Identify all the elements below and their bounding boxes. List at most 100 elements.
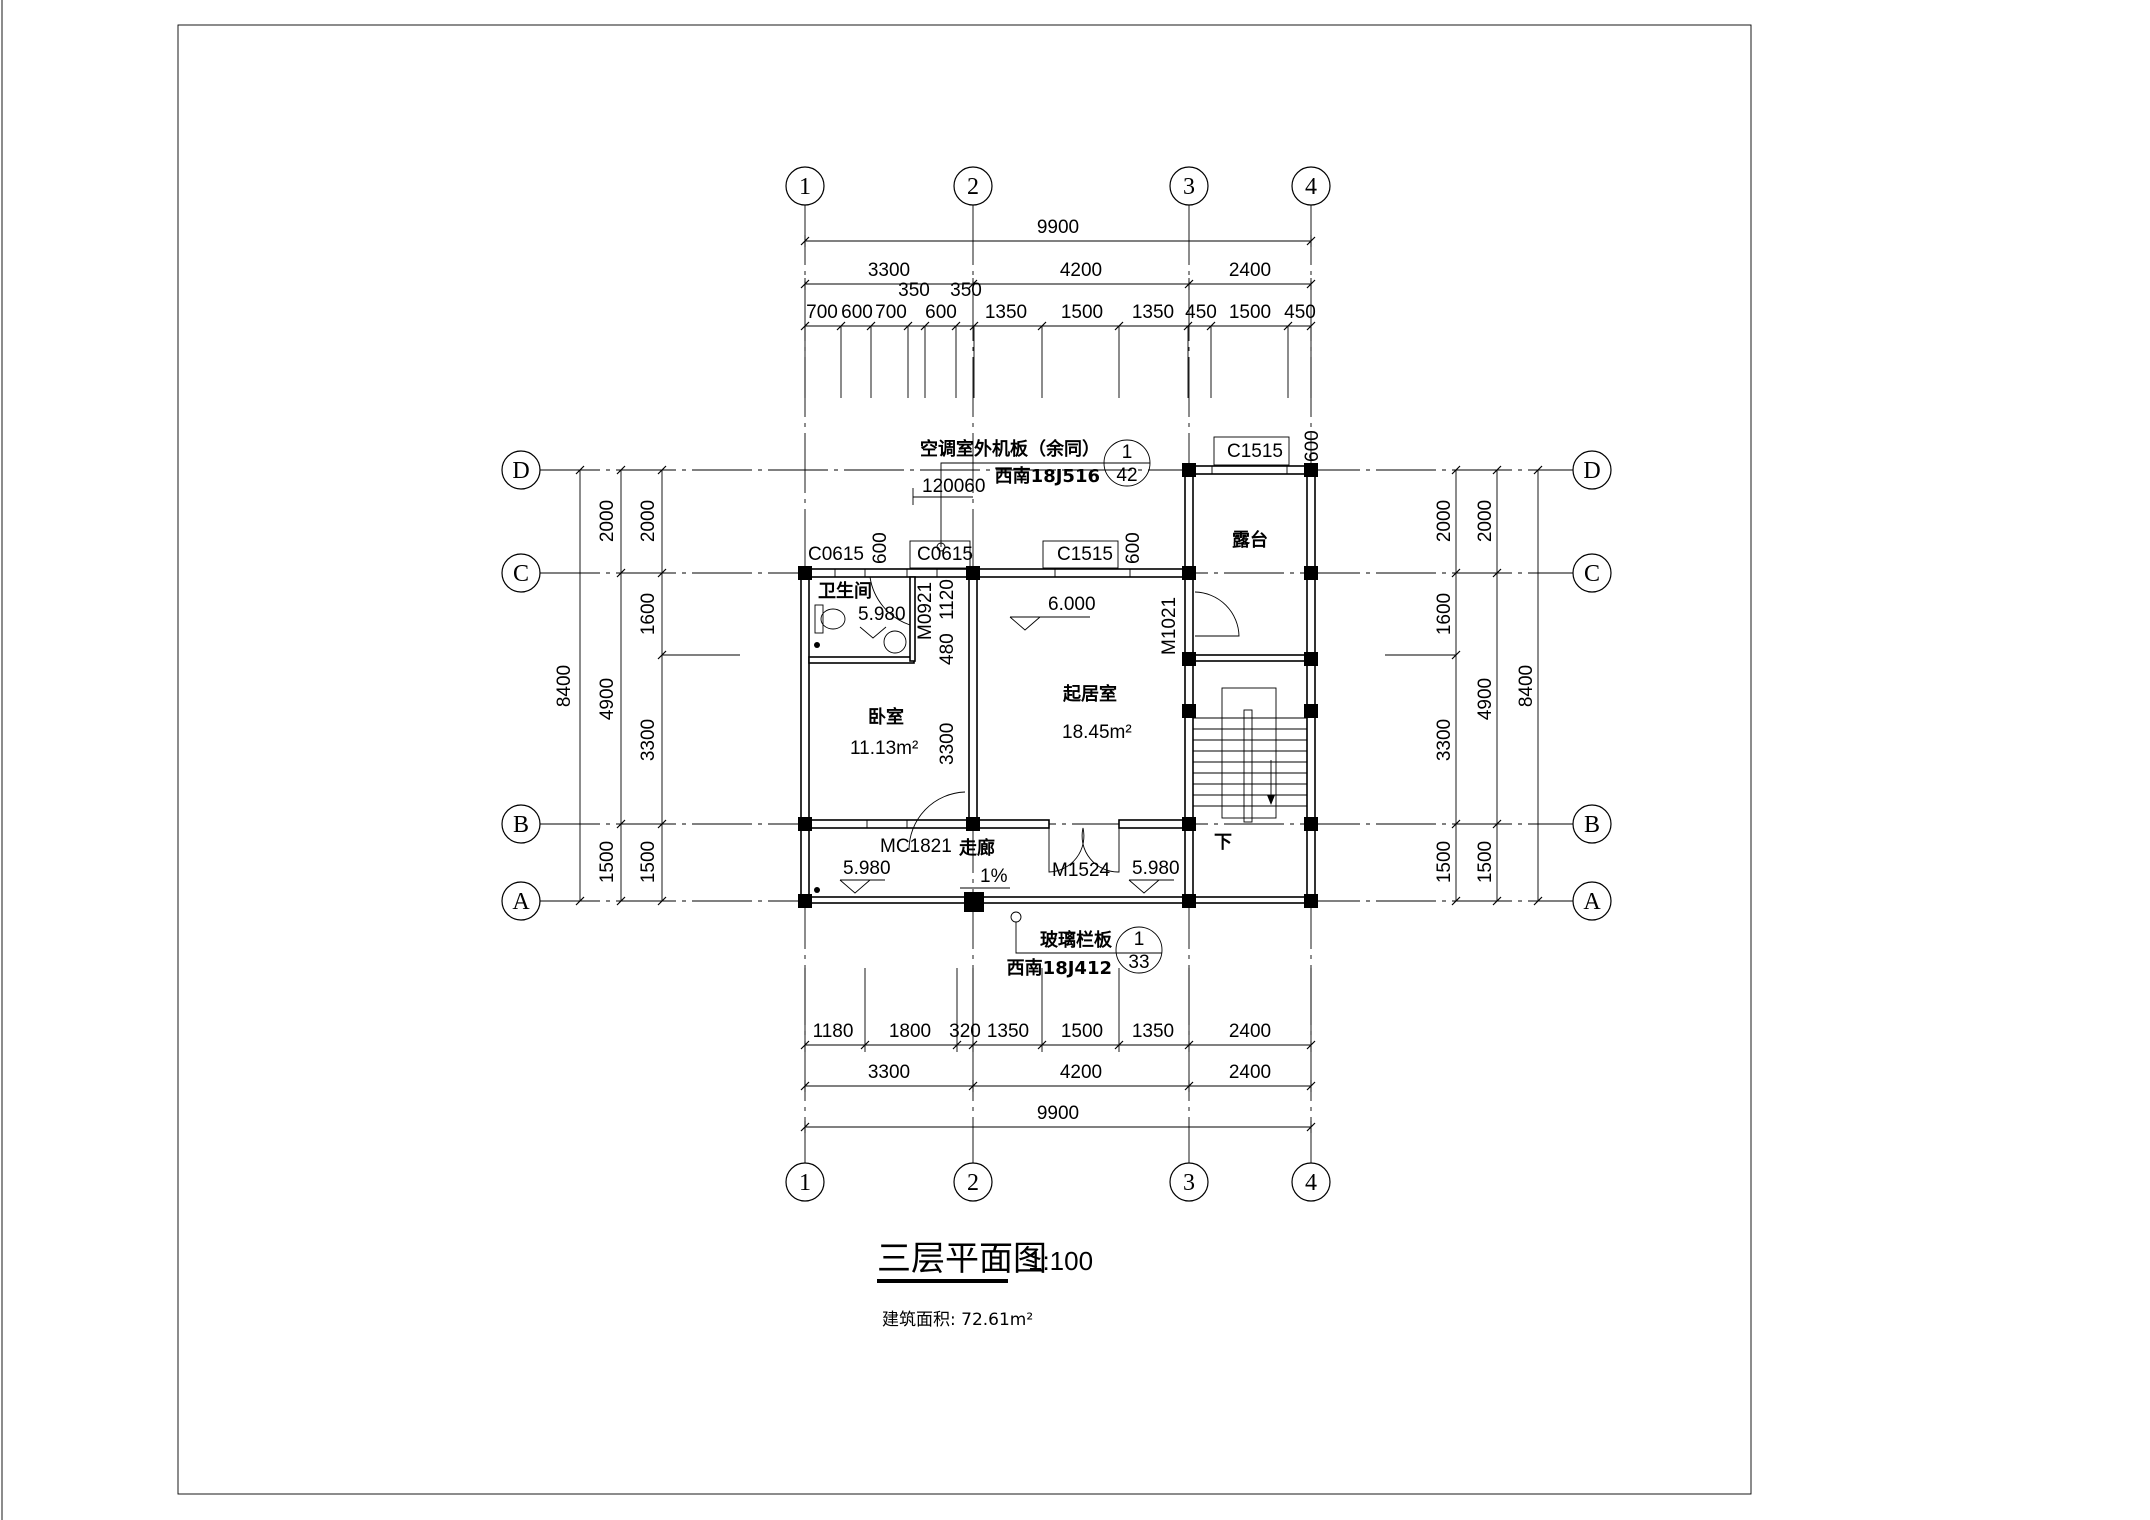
dim-text: 9900	[1037, 1103, 1079, 1124]
dim-3300: 3300	[937, 723, 958, 765]
level-mark-corridor-right	[1128, 879, 1174, 894]
axis-label-col: 3	[1183, 1170, 1195, 1196]
dim-text: 1500	[1061, 1021, 1103, 1042]
column	[1182, 566, 1196, 580]
wall-axis-4	[1306, 469, 1316, 902]
window-tag-box-b	[909, 540, 971, 569]
axis-bubble-col	[785, 1162, 825, 1202]
toilet-icon	[820, 608, 846, 630]
callout-dot-rail	[1010, 911, 1022, 923]
dim-tick	[951, 321, 961, 331]
dim-text: 1500	[1229, 302, 1271, 323]
axis-label-row: B	[1584, 812, 1600, 838]
door-tag-mc1821: MC1821	[880, 836, 952, 857]
window-c0615-b	[906, 568, 938, 578]
callout-leader-rail	[1015, 922, 1162, 954]
sill-height-a: 600	[870, 532, 891, 564]
dim-text: 9900	[1037, 217, 1079, 238]
dim-tick	[1037, 321, 1047, 331]
dim-tick	[1184, 1040, 1194, 1050]
detail-index-page-ac: 42	[1116, 465, 1137, 486]
axis-label-col: 2	[967, 174, 979, 200]
detail-index-page-rail: 33	[1128, 952, 1149, 973]
dim-tick	[1183, 321, 1193, 331]
stair-down-label: 下	[1214, 832, 1232, 853]
dim-text: 3300	[1434, 719, 1455, 761]
terrace-parapet-top	[1188, 465, 1312, 475]
room-label-bathroom: 卫生间	[818, 580, 872, 602]
dim-tick	[1533, 896, 1543, 906]
dim-tick	[1306, 1040, 1316, 1050]
building-area: 建筑面积: 72.61m²	[882, 1310, 1033, 1330]
wall-living-south-a	[976, 819, 1050, 829]
dim-tick	[657, 896, 667, 906]
column	[966, 817, 980, 831]
dim-text: 1350	[1132, 1021, 1174, 1042]
dim-text: 320	[949, 1021, 981, 1042]
column	[798, 817, 812, 831]
dim-tick	[1451, 568, 1461, 578]
level-corridor-left: 5.980	[843, 858, 891, 879]
column	[1304, 652, 1318, 666]
callout-rail: 玻璃栏板	[1040, 929, 1113, 951]
axis-bubble-row	[501, 881, 541, 921]
axis-label-row: A	[512, 889, 530, 915]
stair-handrail	[1243, 709, 1253, 823]
window-tag-c1515-terrace: C1515	[1227, 441, 1283, 462]
toilet-tank-icon	[814, 604, 824, 634]
dim-tick	[1283, 321, 1293, 331]
column	[1182, 817, 1196, 831]
dim-tick	[860, 1040, 870, 1050]
sill-height-b: 600	[1123, 532, 1144, 564]
dim-text: 1500	[1434, 841, 1455, 883]
callout-rail-ref: 西南18J412	[1007, 957, 1112, 979]
door-tag-m1021: M1021	[1159, 597, 1180, 655]
dim-tick	[1206, 321, 1216, 331]
dim-text: 8400	[554, 665, 575, 707]
axis-bubble-col	[1169, 166, 1209, 206]
dim-tick	[616, 896, 626, 906]
column	[1182, 704, 1196, 718]
drawing-title: 三层平面图	[877, 1239, 1047, 1279]
dim-text: 700	[806, 302, 838, 323]
dim-tick	[903, 321, 913, 331]
dim-text: 1800	[889, 1021, 931, 1042]
callout-dot-ac	[936, 542, 946, 552]
door-tag-m1524: M1524	[1052, 860, 1111, 881]
window-tag-c0615-a: C0615	[808, 544, 864, 565]
floor-drain-icon-corridor	[814, 887, 820, 893]
dim-text: 2400	[1229, 1021, 1271, 1042]
axis-bubble-row	[501, 450, 541, 490]
dim-120060-line	[912, 488, 973, 505]
dim-tick	[1184, 279, 1194, 289]
dim-tick	[616, 819, 626, 829]
room-label-living: 起居室	[1062, 683, 1117, 705]
dim-1120: 1120	[937, 579, 958, 620]
axis-bubble-row	[501, 553, 541, 593]
dim-text: 1500	[1475, 841, 1496, 883]
dim-text: 3300	[638, 719, 659, 761]
callout-ac-board: 空调室外机板（余同）	[920, 438, 1100, 460]
dim-tick	[866, 321, 876, 331]
dim-tick	[920, 321, 930, 331]
column	[798, 566, 812, 580]
stair-arrow-icon	[1267, 795, 1275, 805]
axis-label-col: 2	[967, 1170, 979, 1196]
axis-label-col: 1	[799, 174, 811, 200]
column	[1182, 463, 1196, 477]
title-underline	[877, 1279, 1008, 1283]
axis-label-col: 4	[1305, 1170, 1317, 1196]
slope-label: 1%	[980, 866, 1008, 887]
axis-bubble-col	[953, 1162, 993, 1202]
column	[966, 566, 980, 580]
axis-bubble-col	[785, 166, 825, 206]
room-area-bedroom: 11.13m²	[850, 738, 918, 759]
axis-bubble-row	[1572, 881, 1612, 921]
column	[1304, 463, 1318, 477]
level-mark-corridor-left	[839, 879, 885, 894]
dim-tick	[1114, 1040, 1124, 1050]
dim-text: 2000	[1475, 500, 1496, 542]
